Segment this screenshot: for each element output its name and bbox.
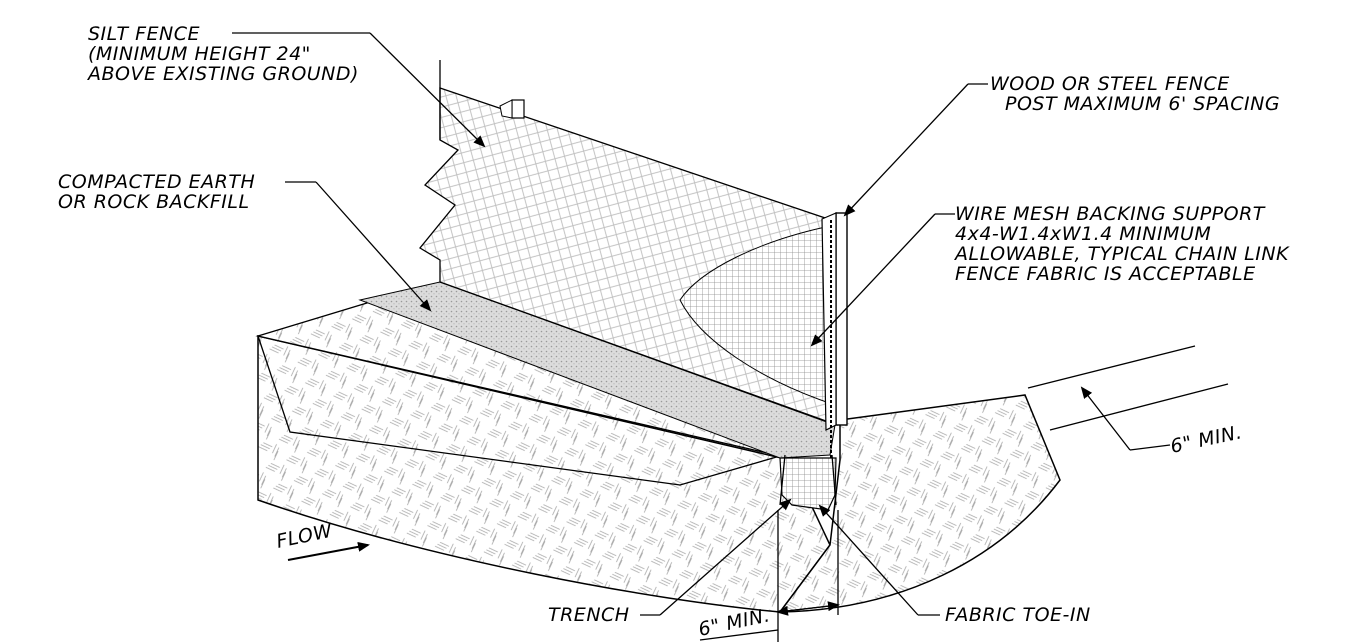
- flow-label: FLOW: [274, 519, 335, 552]
- leader-backfill: [285, 181, 432, 312]
- wire-mesh-label: WIRE MESH BACKING SUPPORT 4x4-W1.4xW1.4 …: [953, 203, 1296, 285]
- fabric-toe-in-trench: [779, 454, 837, 511]
- earth-berm: [255, 295, 1061, 613]
- leader-trench: [640, 498, 792, 616]
- backfill-label: COMPACTED EARTH OR ROCK BACKFILL: [58, 171, 262, 213]
- leader-wire-mesh: [810, 213, 955, 347]
- depth-dimension: [1027, 345, 1229, 451]
- leader-silt-fence: [232, 32, 486, 148]
- silt-fence-label: SILT FENCE (MINIMUM HEIGHT 24" ABOVE EXI…: [86, 23, 359, 85]
- width-dimension: [699, 510, 840, 642]
- leader-toe-in: [818, 504, 940, 616]
- post-label: WOOD OR STEEL FENCE POST MAXIMUM 6' SPAC…: [990, 73, 1280, 115]
- toe-in-label: FABRIC TOE-IN: [945, 604, 1091, 626]
- compacted-backfill-band: [358, 281, 836, 459]
- depth-dimension-label: 6" MIN.: [1168, 421, 1244, 458]
- wire-mesh-backing: [679, 224, 836, 406]
- leader-post: [843, 83, 988, 217]
- trench-label: TRENCH: [548, 604, 630, 626]
